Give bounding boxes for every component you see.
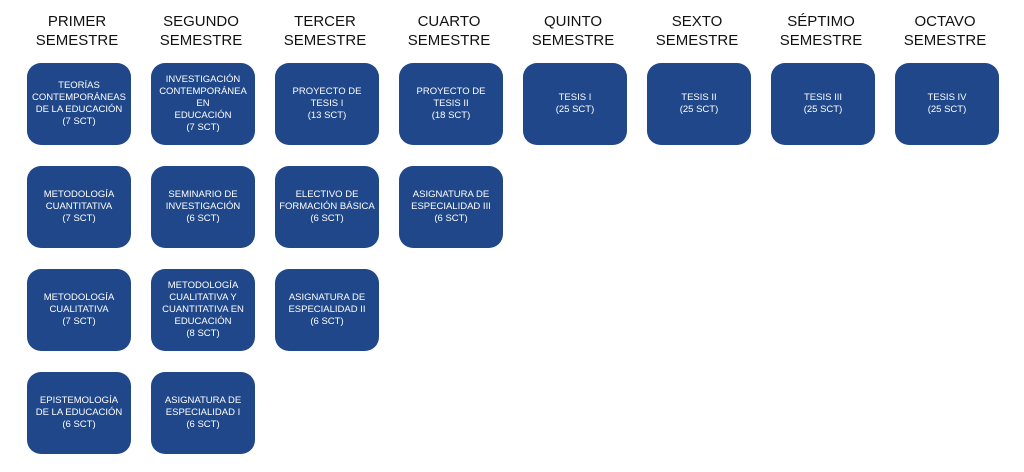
semester-title: TERCER SEMESTRE [283,13,367,49]
course-text: METODOLOGÍA CUANTITATIVA(7 SCT) [44,189,115,225]
semester-column: PRIMER SEMESTRE TEORÍAS CONTEMPORÁNEAS DE… [15,0,139,472]
semester-title: SEGUNDO SEMESTRE [159,13,243,49]
course-credits: (8 SCT) [186,328,220,339]
course-text: ASIGNATURA DE ESPECIALIDAD I(6 SCT) [165,395,241,431]
course-credits: (7 SCT) [186,122,220,133]
semester-column: TERCER SEMESTRE PROYECTO DE TESIS I(13 SC… [263,0,387,472]
course-credits: (25 SCT) [927,104,967,115]
course-credits: (7 SCT) [62,116,96,127]
course-credits: (6 SCT) [186,213,220,224]
course-name: ELECTIVO DE FORMACIÓN BÁSICA [279,189,375,212]
semester-title: QUINTO SEMESTRE [531,13,615,49]
course-credits: (6 SCT) [310,316,344,327]
course-text: TESIS III(25 SCT) [804,92,843,116]
course-text: METODOLOGÍA CUALITATIVA(7 SCT) [44,292,115,328]
semester-column: QUINTO SEMESTRE TESIS I(25 SCT) [511,0,635,472]
course-card: METODOLOGÍA CUANTITATIVA(7 SCT) [27,166,131,248]
course-card: PROYECTO DE TESIS I(13 SCT) [275,63,379,145]
course-card: ASIGNATURA DE ESPECIALIDAD II(6 SCT) [275,269,379,351]
course-name: INVESTIGACIÓN CONTEMPORÁNEA EN EDUCACIÓN [159,74,247,121]
semester-column: CUARTO SEMESTRE PROYECTO DE TESIS II(18 S… [387,0,511,472]
semester-title: CUARTO SEMESTRE [407,13,491,49]
course-name: ASIGNATURA DE ESPECIALIDAD I [164,395,242,418]
course-text: TESIS II(25 SCT) [680,92,719,116]
semester-title: SEXTO SEMESTRE [655,13,739,49]
course-name: METODOLOGÍA CUANTITATIVA [43,189,115,212]
course-card: TEORÍAS CONTEMPORÁNEAS DE LA EDUCACIÓN(7… [27,63,131,145]
course-name: METODOLOGÍA CUALITATIVA [43,292,115,315]
course-credits: (6 SCT) [186,419,220,430]
course-card: METODOLOGÍA CUALITATIVA(7 SCT) [27,269,131,351]
course-text: ELECTIVO DE FORMACIÓN BÁSICA(6 SCT) [279,189,375,225]
course-name: TESIS II [681,92,717,103]
course-name: TESIS IV [927,92,967,103]
course-card: METODOLOGÍA CUALITATIVA Y CUANTITATIVA E… [151,269,255,351]
course-card: TESIS I(25 SCT) [523,63,627,145]
course-name: METODOLOGÍA CUALITATIVA Y CUANTITATIVA E… [162,280,244,327]
course-text: TESIS I(25 SCT) [556,92,595,116]
course-card: INVESTIGACIÓN CONTEMPORÁNEA EN EDUCACIÓN… [151,63,255,145]
course-text: SEMINARIO DE INVESTIGACIÓN(6 SCT) [166,189,240,225]
course-text: ASIGNATURA DE ESPECIALIDAD II(6 SCT) [288,292,365,328]
course-text: INVESTIGACIÓN CONTEMPORÁNEA EN EDUCACIÓN… [155,74,251,134]
course-credits: (6 SCT) [434,213,468,224]
course-name: ASIGNATURA DE ESPECIALIDAD III [411,189,491,212]
course-credits: (7 SCT) [62,213,96,224]
course-name: SEMINARIO DE INVESTIGACIÓN [165,189,241,212]
course-name: PROYECTO DE TESIS II [416,86,486,109]
course-card: TESIS III(25 SCT) [771,63,875,145]
course-card: ASIGNATURA DE ESPECIALIDAD III(6 SCT) [399,166,503,248]
semester-title: OCTAVO SEMESTRE [903,13,987,49]
course-name: TEORÍAS CONTEMPORÁNEAS DE LA EDUCACIÓN [32,80,126,115]
course-credits: (25 SCT) [679,104,719,115]
semester-title: PRIMER SEMESTRE [35,13,119,49]
course-credits: (13 SCT) [307,110,347,121]
course-text: EPISTEMOLOGÍA DE LA EDUCACIÓN(6 SCT) [36,395,123,431]
course-card: TESIS IV(25 SCT) [895,63,999,145]
course-credits: (25 SCT) [555,104,595,115]
semester-column: OCTAVO SEMESTRE TESIS IV(25 SCT) [883,0,1007,472]
semester-title: SÉPTIMO SEMESTRE [779,13,863,49]
course-name: PROYECTO DE TESIS I [292,86,362,109]
course-text: PROYECTO DE TESIS I(13 SCT) [279,86,375,122]
course-credits: (6 SCT) [62,419,96,430]
semester-column: SEXTO SEMESTRE TESIS II(25 SCT) [635,0,759,472]
course-card: ELECTIVO DE FORMACIÓN BÁSICA(6 SCT) [275,166,379,248]
course-text: ASIGNATURA DE ESPECIALIDAD III(6 SCT) [411,189,491,225]
semester-column: SÉPTIMO SEMESTRE TESIS III(25 SCT) [759,0,883,472]
course-card: EPISTEMOLOGÍA DE LA EDUCACIÓN(6 SCT) [27,372,131,454]
course-card: TESIS II(25 SCT) [647,63,751,145]
course-name: ASIGNATURA DE ESPECIALIDAD II [288,292,366,315]
course-credits: (18 SCT) [431,110,471,121]
semester-column: SEGUNDO SEMESTRE INVESTIGACIÓN CONTEMPORÁ… [139,0,263,472]
course-name: TESIS I [558,92,592,103]
course-credits: (7 SCT) [62,316,96,327]
course-text: PROYECTO DE TESIS II(18 SCT) [403,86,499,122]
course-credits: (25 SCT) [803,104,843,115]
course-name: TESIS III [803,92,842,103]
course-card: PROYECTO DE TESIS II(18 SCT) [399,63,503,145]
course-card: ASIGNATURA DE ESPECIALIDAD I(6 SCT) [151,372,255,454]
course-card: SEMINARIO DE INVESTIGACIÓN(6 SCT) [151,166,255,248]
course-text: METODOLOGÍA CUALITATIVA Y CUANTITATIVA E… [162,280,244,340]
course-text: TEORÍAS CONTEMPORÁNEAS DE LA EDUCACIÓN(7… [32,80,126,128]
course-credits: (6 SCT) [310,213,344,224]
course-text: TESIS IV(25 SCT) [927,92,966,116]
course-name: EPISTEMOLOGÍA DE LA EDUCACIÓN [35,395,123,418]
